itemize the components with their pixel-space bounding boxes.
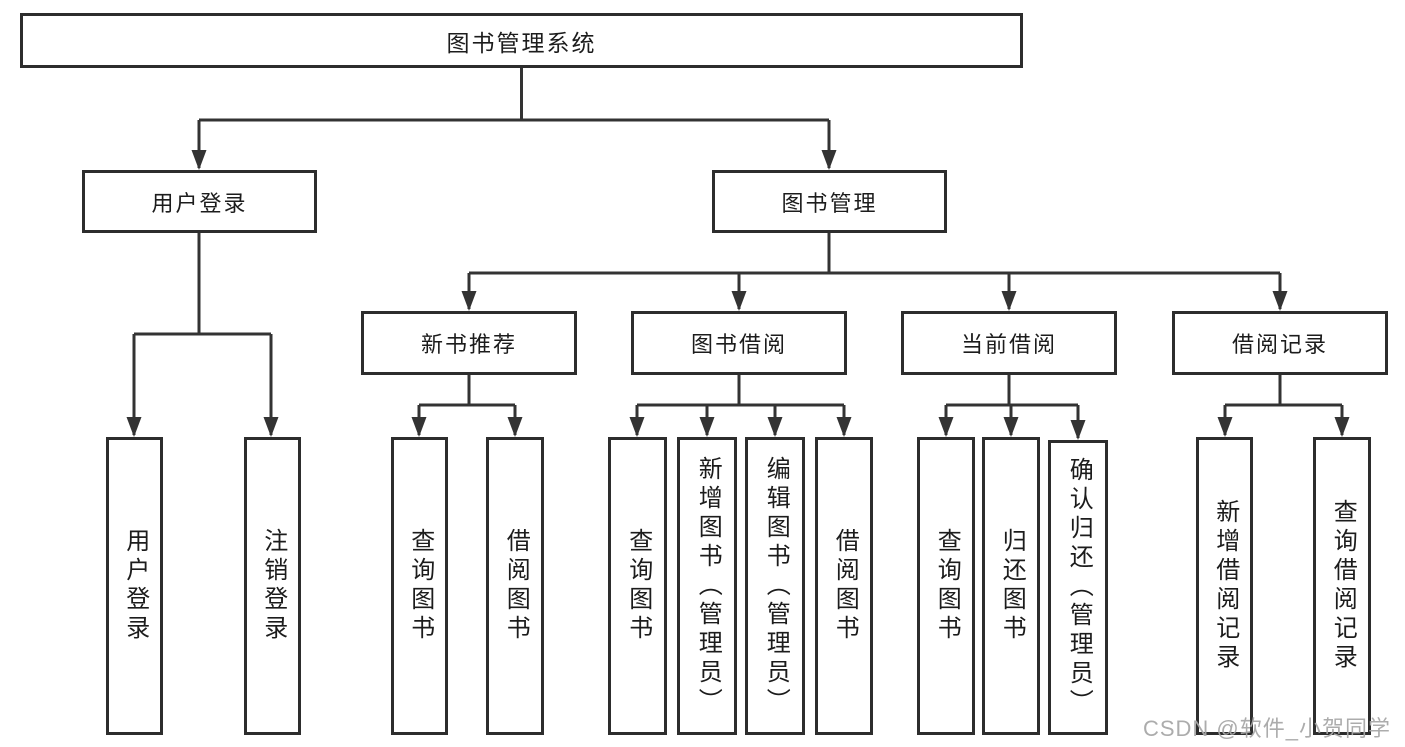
- node-label: 图书管理系统: [446, 29, 597, 56]
- node-label: 编辑图书（管理员）: [762, 455, 790, 717]
- node-label: 当前借阅: [960, 332, 1057, 357]
- leaf-newbooks-query-books: 查询图书: [391, 437, 448, 735]
- leaf-current-query-books: 查询图书: [917, 437, 975, 735]
- node-label: 注销登录: [259, 528, 287, 644]
- leaf-borrow-edit-books-admin: 编辑图书（管理员）: [745, 437, 805, 735]
- leaf-current-confirm-return-admin: 确认归还（管理员）: [1048, 440, 1108, 735]
- leaf-newbooks-borrow-books: 借阅图书: [486, 437, 544, 735]
- node-borrowing-records: 借阅记录: [1172, 311, 1388, 375]
- node-label: 确认归还（管理员）: [1065, 457, 1093, 718]
- node-label: 图书管理: [781, 190, 878, 216]
- node-user-login: 用户登录: [82, 170, 317, 233]
- node-label: 新增借阅记录: [1211, 499, 1239, 673]
- node-new-book-recommend: 新书推荐: [361, 311, 577, 375]
- node-book-borrowing: 图书借阅: [631, 311, 847, 375]
- node-label: 借阅图书: [831, 528, 859, 644]
- node-label: 借阅记录: [1231, 332, 1328, 357]
- node-label: 查询图书: [624, 528, 652, 644]
- node-label: 图书借阅: [690, 332, 787, 357]
- leaf-borrow-borrow-books: 借阅图书: [815, 437, 873, 735]
- leaf-current-return-books: 归还图书: [982, 437, 1040, 735]
- leaf-records-add-record: 新增借阅记录: [1196, 437, 1253, 735]
- leaf-records-query-record: 查询借阅记录: [1313, 437, 1371, 735]
- node-current-borrowing: 当前借阅: [901, 311, 1117, 375]
- node-library-management-system: 图书管理系统: [20, 13, 1023, 68]
- leaf-user-login: 用户登录: [106, 437, 163, 735]
- leaf-borrow-query-books: 查询图书: [608, 437, 667, 735]
- leaf-borrow-add-books-admin: 新增图书（管理员）: [677, 437, 737, 735]
- node-label: 查询图书: [933, 528, 961, 644]
- node-label: 用户登录: [151, 190, 248, 216]
- node-label: 新书推荐: [420, 332, 517, 357]
- node-label: 查询借阅记录: [1329, 499, 1357, 673]
- node-label: 新增图书（管理员）: [694, 455, 722, 717]
- node-label: 用户登录: [121, 528, 149, 644]
- leaf-logout: 注销登录: [244, 437, 301, 735]
- node-label: 借阅图书: [502, 528, 530, 644]
- node-label: 归还图书: [998, 528, 1026, 644]
- node-label: 查询图书: [406, 528, 434, 644]
- node-book-management: 图书管理: [712, 170, 947, 233]
- csdn-watermark: CSDN @软件_小贺同学: [1142, 716, 1391, 741]
